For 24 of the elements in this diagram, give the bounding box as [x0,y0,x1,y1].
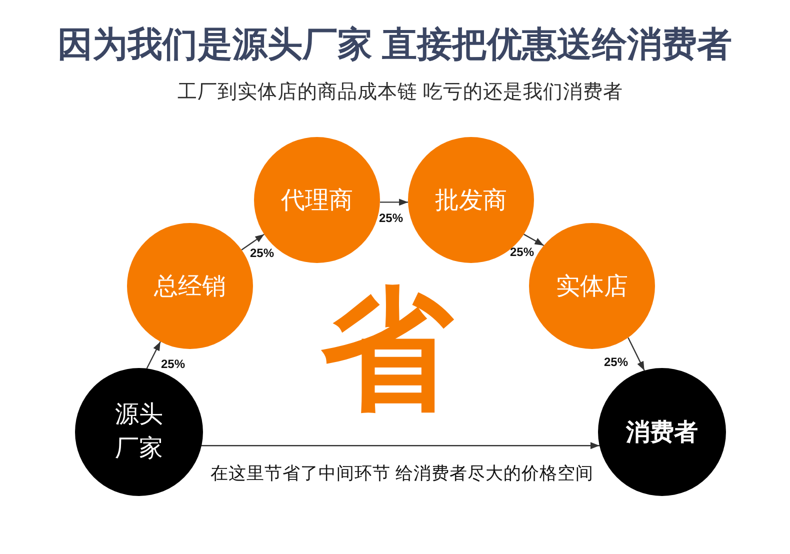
title: 因为我们是源头厂家 直接把优惠送给消费者 [58,25,732,66]
stage-circle [598,368,726,496]
node-label: 消费者 [626,418,698,448]
arrow [524,234,544,246]
edge-label: 25% [250,247,274,261]
subtitle: 工厂到实体店的商品成本链 吃亏的还是我们消费者 [178,81,623,104]
node-label: 源头厂家 [114,400,164,464]
node-label: 总经销 [154,272,226,302]
arrow [241,234,264,250]
arrow [202,442,600,450]
node-label: 代理商 [281,186,353,216]
big-character: 省 [321,284,453,416]
edge-label: 在这里节省了中间环节 给消费者尽大的价格空间 [210,463,594,484]
arrow [628,337,645,371]
node-label: 批发商 [435,186,507,216]
stage-circle [75,368,203,496]
node-label: 实体店 [556,272,628,302]
edge-label: 25% [604,356,628,370]
arrow [380,198,408,206]
edge-label: 25% [161,358,186,372]
stage-circle [408,137,534,263]
edge-label: 25% [510,246,534,260]
edge-label: 25% [379,212,404,226]
arrow [146,341,161,369]
